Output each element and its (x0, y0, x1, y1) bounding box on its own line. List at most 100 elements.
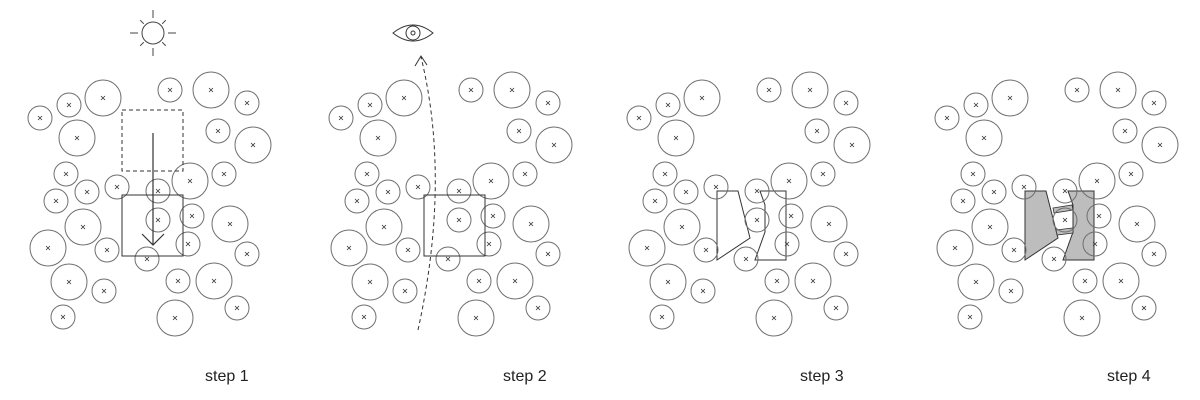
tree-center-mark (250, 142, 256, 148)
tree-center-mark (354, 198, 360, 204)
tree-center-mark (473, 315, 479, 321)
tree-center-mark (814, 128, 820, 134)
left-mass (1024, 190, 1059, 261)
tree-center-mark (367, 279, 373, 285)
tree-center-mark (665, 102, 671, 108)
tree-circle (328, 105, 354, 131)
tree-circle (1141, 90, 1167, 116)
tree-circle (1141, 126, 1179, 164)
tree-center-mark (991, 189, 997, 195)
eye-icon (392, 24, 434, 42)
tree-center-mark (509, 87, 515, 93)
tree-center-mark (456, 188, 462, 194)
tree-circle (175, 231, 201, 257)
tree-circle (770, 162, 808, 200)
tree-center-mark (155, 188, 161, 194)
tree-center-mark (1118, 278, 1124, 284)
tree-circle (466, 268, 492, 294)
tree-circle (1082, 231, 1108, 257)
tree-center-mark (385, 189, 391, 195)
tree-center-mark (652, 198, 658, 204)
tree-circle (351, 263, 389, 301)
tree-circle (392, 278, 418, 304)
tree-center-mark (743, 256, 749, 262)
sun-ray (139, 19, 145, 25)
tree-center-mark (960, 198, 966, 204)
tree-center-mark (488, 178, 494, 184)
tree-center-mark (415, 184, 421, 190)
tree-center-mark (445, 256, 451, 262)
tree-circle (525, 295, 551, 321)
tree-center-mark (970, 171, 976, 177)
right-mass (754, 190, 787, 261)
tree-circle (693, 237, 719, 263)
tree-circle (134, 246, 160, 272)
tree-circle (1141, 241, 1167, 267)
tree-center-mark (944, 115, 950, 121)
tree-center-mark (104, 247, 110, 253)
tree-center-mark (545, 100, 551, 106)
tree-center-mark (754, 217, 760, 223)
tree-circle (833, 241, 859, 267)
tree-center-mark (659, 314, 665, 320)
sun-ray (161, 19, 167, 25)
tree-center-mark (402, 288, 408, 294)
tree-center-mark (468, 87, 474, 93)
tree-center-mark (673, 135, 679, 141)
tree-circle (774, 231, 800, 257)
step-3-panel (626, 71, 871, 337)
tree-circle (104, 174, 130, 200)
tree-center-mark (211, 278, 217, 284)
tree-circle (385, 79, 423, 117)
tree-center-mark (826, 221, 832, 227)
tree-center-mark (1079, 315, 1085, 321)
tree-circle (649, 263, 687, 301)
tree-circle (936, 229, 974, 267)
eye-iris (405, 25, 421, 41)
tree-circle (535, 90, 561, 116)
tree-circle (794, 262, 832, 300)
tree-center-mark (713, 184, 719, 190)
tree-circle (512, 161, 538, 187)
tree-circle (764, 268, 790, 294)
tree-circle (1072, 268, 1098, 294)
tree-circle (804, 118, 830, 144)
tree-circle (657, 119, 695, 157)
tree-center-mark (1151, 100, 1157, 106)
tree-center-mark (221, 171, 227, 177)
tree-circle (1063, 299, 1101, 337)
tree-center-mark (37, 115, 43, 121)
tree-circle (496, 262, 534, 300)
tree-circle (1011, 174, 1037, 200)
tree-circle (493, 71, 531, 109)
tree-center-mark (1151, 251, 1157, 257)
sun-icon (130, 10, 176, 56)
tree-center-mark (189, 213, 195, 219)
tree-circle (981, 179, 1007, 205)
tree-center-mark (60, 314, 66, 320)
step-4-label: step 4 (1107, 368, 1151, 385)
tree-circle (810, 205, 848, 243)
tree-circle (156, 299, 194, 337)
tree-circle (744, 178, 770, 204)
tree-circle (365, 208, 403, 246)
tree-center-mark (784, 241, 790, 247)
tree-center-mark (367, 102, 373, 108)
step-3-label: step 3 (800, 368, 844, 385)
tree-center-mark (215, 128, 221, 134)
tree-circle (1112, 118, 1138, 144)
tree-center-mark (512, 278, 518, 284)
tree-circle (934, 105, 960, 131)
tree-center-mark (1007, 95, 1013, 101)
sun-ray (161, 41, 167, 47)
tree-center-mark (405, 247, 411, 253)
tree-circle (991, 79, 1029, 117)
sun-ray (139, 41, 145, 47)
tree-circle (690, 278, 716, 304)
tree-center-mark (973, 279, 979, 285)
right-mass (1062, 190, 1095, 261)
tree-center-mark (535, 305, 541, 311)
tree-center-mark (1134, 221, 1140, 227)
tree-circle (351, 304, 377, 330)
tree-circle (1118, 161, 1144, 187)
